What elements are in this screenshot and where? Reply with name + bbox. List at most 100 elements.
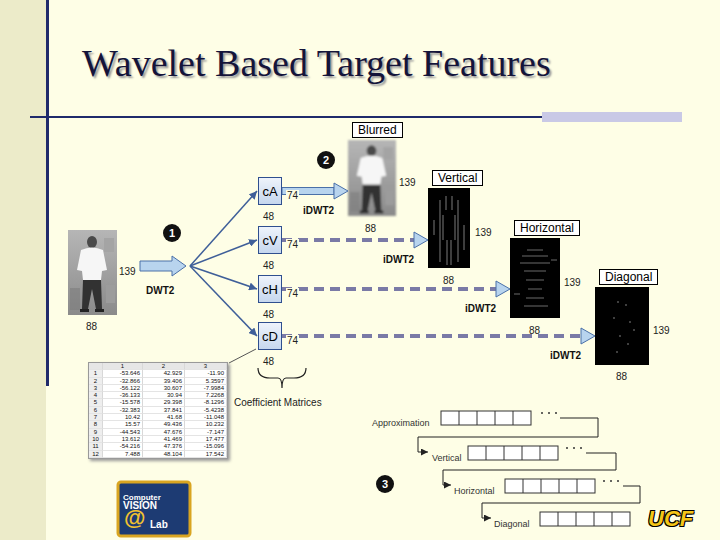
idwt-arrow	[282, 328, 595, 344]
diagonal-detail-image	[633, 329, 635, 331]
row-label: Horizontal	[454, 486, 495, 496]
caption-label: Coefficient Matrices	[234, 397, 322, 408]
split-arrows	[190, 191, 257, 336]
table-cell: -5.4238	[185, 407, 227, 414]
diagonal-detail-image	[617, 301, 619, 303]
label-anchor: 88	[443, 270, 454, 288]
table-cell: 5.3597	[185, 378, 227, 385]
feature-vector-rows	[468, 446, 558, 460]
dimension-label: 88	[616, 371, 627, 382]
edge-label: iDWT2	[549, 350, 582, 361]
idwt-arrow	[282, 281, 510, 297]
table-cell: 30.607	[143, 385, 185, 392]
wavelet-image: Diagonal	[595, 287, 649, 365]
label-anchor: 139	[399, 172, 416, 190]
label-anchor: Vertical	[432, 447, 462, 465]
table-cell: 47.676	[143, 429, 185, 436]
table-cell: 10.42	[103, 414, 143, 421]
table-cell: 1	[89, 370, 103, 377]
feature-vector-rows	[558, 512, 612, 526]
horizontal-detail-image	[514, 250, 557, 306]
table-cell: 49.436	[143, 421, 185, 428]
table-cell: -36.133	[103, 392, 143, 399]
row-label: Vertical	[432, 453, 462, 463]
coefficient-table: 1231-53.64642.929-11.902-32.86639.4065.3…	[88, 362, 228, 459]
diagonal-detail-image	[627, 343, 629, 345]
table-cell: -7.9984	[185, 385, 227, 392]
callout-circle: 2	[317, 151, 335, 169]
logo-text: @	[124, 505, 145, 530]
edge-label: iDWT2	[302, 205, 335, 216]
diagonal-detail-image	[595, 287, 649, 365]
vertical-detail-image	[428, 188, 470, 268]
table-cell: 37.841	[143, 407, 185, 414]
coefficient-box: cD	[258, 322, 282, 350]
table-cell: 2	[143, 363, 185, 370]
table-cell: 15.57	[103, 421, 143, 428]
label-anchor: 74	[286, 234, 299, 252]
feature-vector-rows	[540, 512, 630, 526]
arrow-shaft	[282, 287, 496, 291]
wavelet-image: Blurred	[348, 140, 396, 216]
table-cell: 42.929	[143, 370, 185, 377]
table-cell: 30.94	[143, 392, 185, 399]
table-cell: 3	[185, 363, 227, 370]
image-heading: Horizontal	[514, 220, 580, 236]
coefficient-box: cA	[258, 177, 282, 205]
input-image	[68, 230, 117, 315]
table-cell: 29.398	[143, 399, 185, 406]
continuation-dots	[610, 480, 612, 482]
label-anchor: 139	[475, 222, 492, 240]
table-cell: 1	[103, 363, 143, 370]
image-heading: Diagonal	[599, 269, 658, 285]
callout-number: 2	[323, 154, 329, 167]
horizontal-detail-image	[510, 238, 560, 318]
label-anchor: 88	[86, 316, 97, 334]
continuation-dots	[580, 447, 582, 449]
dimension-label: 74	[286, 190, 299, 201]
table-cell: 3	[89, 385, 103, 392]
idwt-arrow	[282, 232, 428, 248]
side-rule	[46, 0, 49, 386]
label-anchor: 48	[263, 351, 274, 369]
coefficient-name: cD	[262, 329, 278, 344]
logo-wordmark: UCF	[648, 506, 693, 531]
diagonal-detail-image	[613, 301, 635, 353]
table-cell: -56.122	[103, 385, 143, 392]
table-cell: 12	[89, 451, 103, 458]
row-links	[443, 453, 616, 485]
dimension-label: 74	[286, 335, 299, 346]
slide-title: Wavelet Based Target Features	[82, 40, 551, 86]
row-links	[482, 486, 640, 518]
table-cell: -11.90	[185, 370, 227, 377]
diagonal-detail-image	[613, 317, 615, 319]
continuation-dots	[541, 412, 619, 482]
table-cell: 11	[89, 443, 103, 450]
feature-vector-rows	[505, 479, 595, 493]
row-links	[418, 418, 598, 452]
arrow-head	[414, 232, 428, 248]
diagonal-detail-image	[619, 335, 621, 337]
table-cell: 6	[89, 407, 103, 414]
arrow-head	[581, 328, 595, 344]
table-cell: -53.646	[103, 370, 143, 377]
dwt-arrow	[140, 256, 186, 276]
table-cell: 7.488	[103, 451, 143, 458]
coefficient-box: cV	[258, 226, 282, 254]
coefficient-name: cV	[262, 233, 277, 248]
table-cell: -54.216	[103, 443, 143, 450]
row-label: Approximation	[372, 418, 430, 428]
title-anchor: Wavelet Based Target Features	[82, 40, 551, 86]
label-anchor: Lab	[150, 514, 168, 532]
label-anchor: Diagonal	[494, 513, 530, 531]
table-cell: 4	[89, 392, 103, 399]
label-anchor: 139	[119, 261, 136, 279]
diagonal-detail-image	[625, 304, 627, 306]
title-rule-bar	[542, 112, 682, 122]
table-cell: 10	[89, 436, 103, 443]
split-arrows	[190, 240, 257, 266]
horizontal-detail-image	[510, 238, 560, 318]
dimension-label: 139	[564, 277, 581, 288]
callout-circle: 1	[163, 224, 181, 242]
table-cell: -11.048	[185, 414, 227, 421]
